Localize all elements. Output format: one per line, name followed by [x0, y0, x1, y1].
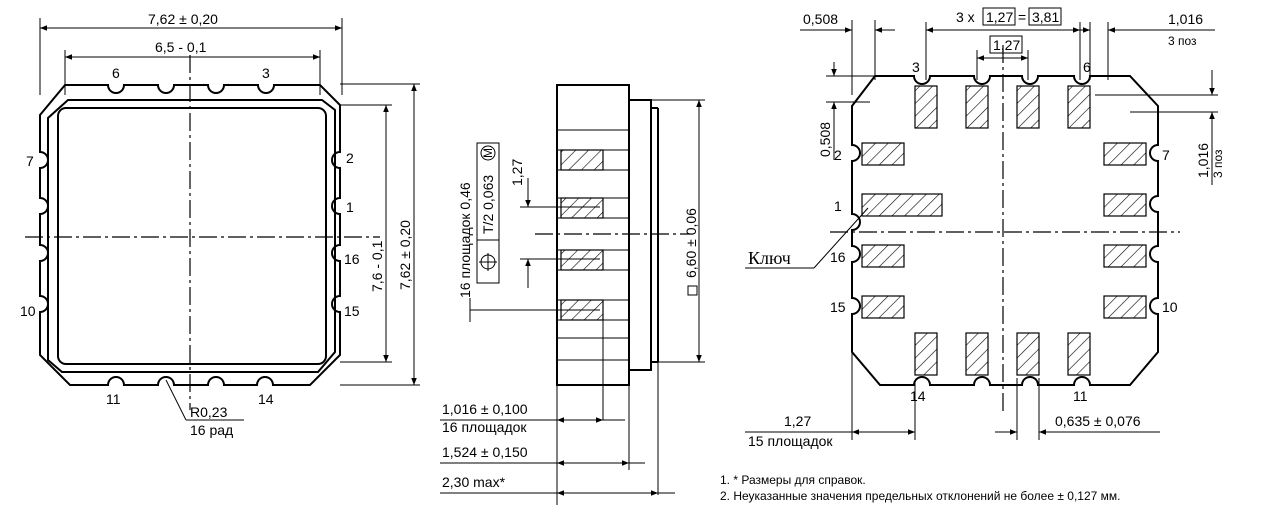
pin-label: 3	[262, 65, 270, 81]
pin-label: 2	[346, 150, 354, 166]
side-view: 1,27 16 площадок 0,46 T/2 0,063 M 6,60 ±…	[440, 84, 705, 505]
dim-pitch-prefix: 3 x	[956, 9, 975, 25]
dim-depth: 1,524 ± 0,150	[442, 444, 528, 460]
dim-pitch-single: 1,27	[993, 37, 1020, 53]
pin-label: 14	[910, 388, 926, 404]
pin-label: 11	[1073, 388, 1088, 404]
pin-label: 6	[1083, 59, 1091, 75]
pin-label: 15	[830, 299, 846, 315]
dim-bottom-right: 0,635 ± 0,076	[1055, 413, 1141, 429]
pin-label: 16	[830, 249, 846, 265]
dim-pitch-total: 3,81	[1032, 9, 1059, 25]
pin-label: 14	[258, 391, 274, 407]
lid-side	[628, 99, 652, 371]
pin-label: 10	[1162, 299, 1178, 315]
tolerance-modifier: M	[481, 148, 495, 158]
bottom-view: 0,508 3 x 1,27 = 3,81 1,27 1,016 3 поз 0…	[745, 7, 1225, 449]
lid-outline	[47, 99, 336, 373]
pin-label: 6	[112, 65, 120, 81]
cavity-outline	[57, 107, 327, 365]
dim-overall-height: 7,62 ± 0,20	[397, 220, 413, 290]
dim-pad-count: 16 площадок	[442, 419, 527, 435]
pin-label: 3	[912, 59, 920, 75]
dim-right-vertical: 1,016	[1195, 143, 1211, 178]
square-symbol-icon	[687, 285, 698, 296]
pin-label: 16	[344, 251, 360, 267]
radius-label: R0,23	[190, 404, 228, 420]
pin-label: 1	[834, 198, 842, 214]
square-size: 6,60 ± 0,06	[683, 208, 699, 278]
package-outline	[39, 84, 341, 386]
note-item: 2. Неуказанные значения предельных откло…	[720, 489, 1121, 503]
top-view: 7,62 ± 0,20 6,5 - 0,1 7,6 - 0,1 7,62 ± 0…	[20, 11, 420, 438]
pin-label: 10	[20, 303, 36, 319]
dim-right-top: 1,016	[1168, 11, 1203, 27]
dim-bottom-left: 1,27	[784, 413, 811, 429]
pin-label: 7	[1162, 147, 1170, 163]
dim-overall-width: 7,62 ± 0,20	[148, 11, 218, 27]
dim-pad-width: 1,016 ± 0,100	[442, 401, 528, 417]
dim-height: 2,30 max*	[442, 474, 506, 490]
dim-right-top-count: 3 поз	[1168, 34, 1197, 48]
note-item: 1. * Размеры для справок.	[720, 473, 866, 487]
tolerance-value: T/2 0,063	[480, 175, 496, 234]
pin-label: 15	[344, 303, 360, 319]
pads-label: 16 площадок 0,46	[457, 182, 473, 298]
pin-label: 7	[26, 153, 34, 169]
pin-label: 11	[106, 391, 121, 407]
svg-text:=: =	[1018, 9, 1026, 25]
pin-label: 1	[346, 199, 354, 215]
pin-label: 2	[834, 147, 842, 163]
dim-bottom-left-count: 15 площадок	[748, 433, 833, 449]
key-label: Ключ	[748, 248, 791, 268]
pitch-dim: 1,27	[509, 159, 525, 186]
package-outline	[851, 75, 1159, 386]
dim-pitch-value: 1,27	[986, 9, 1013, 25]
radius-count: 16 рад	[190, 422, 233, 438]
mmc-symbol-icon	[480, 145, 496, 161]
dim-right-vertical-count: 3 поз	[1211, 149, 1225, 178]
dim-left-top: 0,508	[803, 11, 838, 27]
notes-block: 1. * Размеры для справок. 2. Неуказанные…	[720, 472, 1120, 504]
dim-inner-height: 7,6 - 0,1	[369, 240, 385, 292]
dim-inner-width: 6,5 - 0,1	[155, 39, 207, 55]
dim-left-vertical: 0,508	[817, 122, 833, 157]
